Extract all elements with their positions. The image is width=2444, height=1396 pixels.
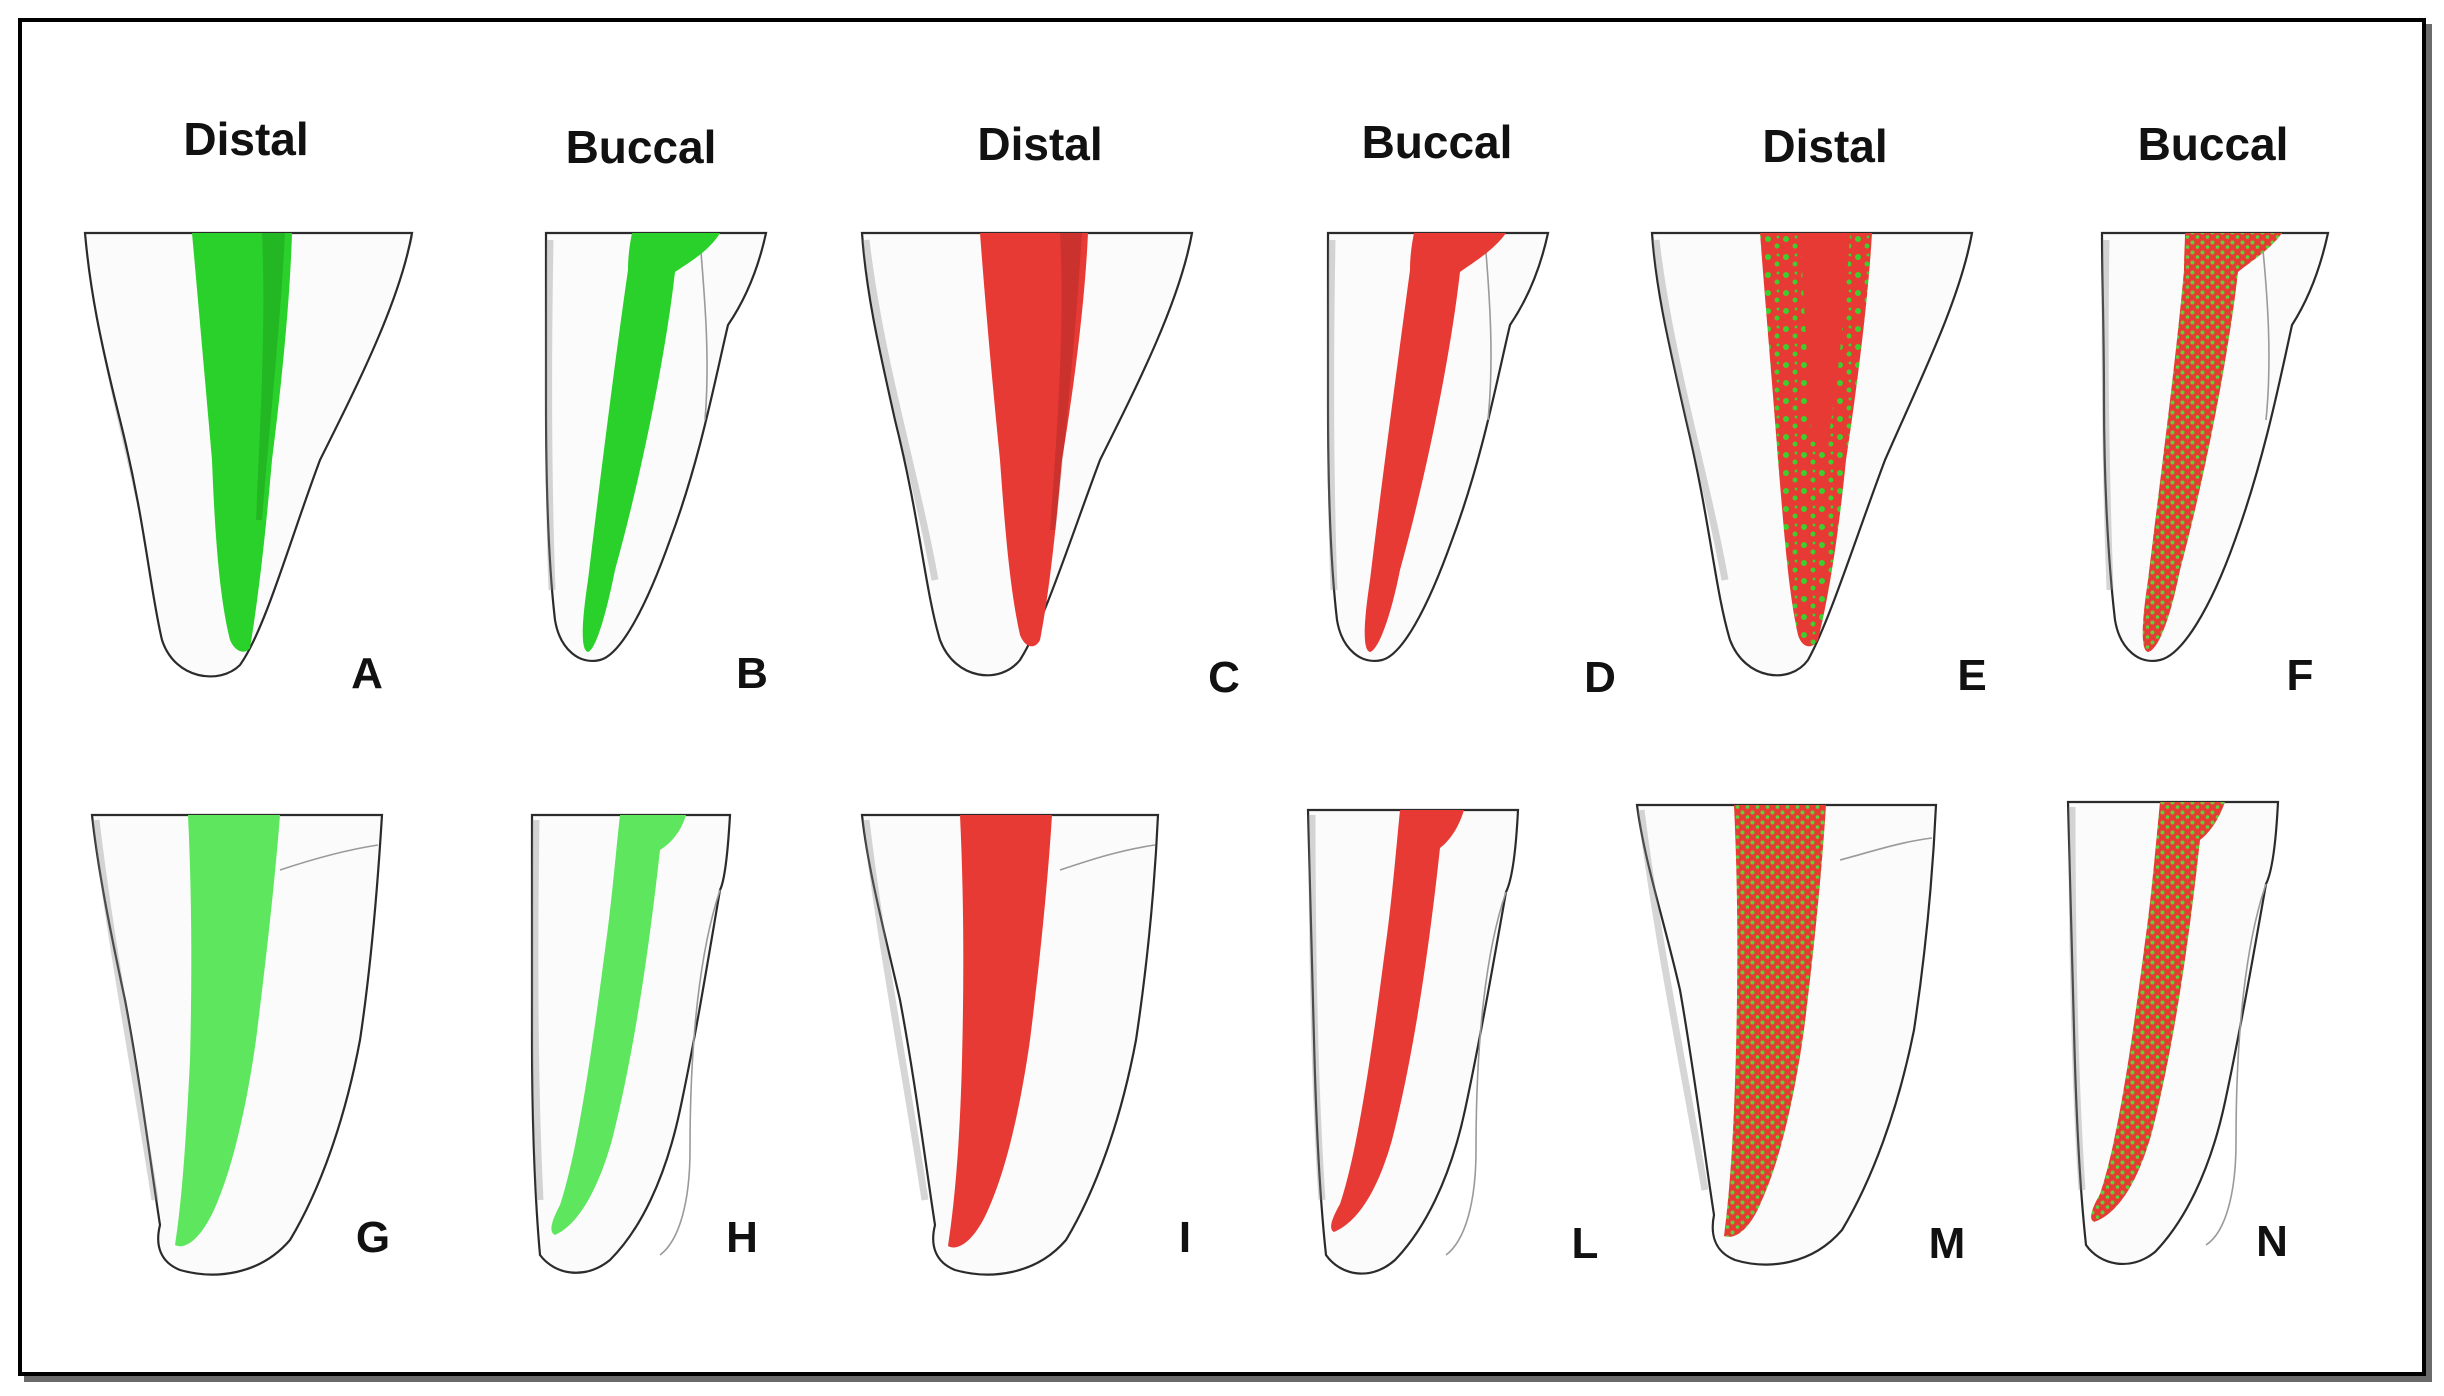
panel-e-label: E — [1957, 651, 1986, 700]
panel-b-label: B — [736, 649, 768, 698]
panel-i-label: I — [1179, 1213, 1191, 1262]
figure-frame — [18, 18, 2426, 1376]
panel-h-tooth-image — [530, 813, 732, 1274]
panel-g-label: G — [356, 1213, 390, 1262]
panel-d-label: D — [1584, 653, 1616, 702]
panel-d-tooth-image — [1326, 231, 1550, 663]
header-3: Distal — [977, 118, 1102, 170]
panel-h-label: H — [726, 1213, 758, 1262]
panel-c-label: C — [1208, 653, 1240, 702]
panel-f-label: F — [2287, 651, 2314, 700]
panel-c-tooth-image — [860, 231, 1194, 677]
header-6: Buccal — [2138, 118, 2289, 170]
panel-n-label: N — [2256, 1217, 2288, 1266]
panel-f-tooth-image — [2100, 231, 2330, 663]
panel-l-label: L — [1572, 1219, 1599, 1268]
header-1: Distal — [183, 113, 308, 165]
panel-m-tooth-image — [1635, 803, 1938, 1266]
header-4: Buccal — [1362, 116, 1513, 168]
panel-b-tooth-image — [544, 231, 768, 663]
panel-a-label: A — [351, 649, 383, 698]
panel-l-tooth-image — [1306, 808, 1520, 1275]
panel-a-tooth-image — [83, 231, 414, 678]
panel-e-tooth-image — [1650, 231, 1974, 677]
panel-n-tooth-image — [2066, 800, 2280, 1266]
panel-m-label: M — [1929, 1219, 1966, 1268]
header-5: Distal — [1762, 120, 1887, 172]
panel-i-tooth-image — [860, 813, 1160, 1276]
panel-g-tooth-image — [90, 813, 384, 1276]
header-2: Buccal — [566, 121, 717, 173]
